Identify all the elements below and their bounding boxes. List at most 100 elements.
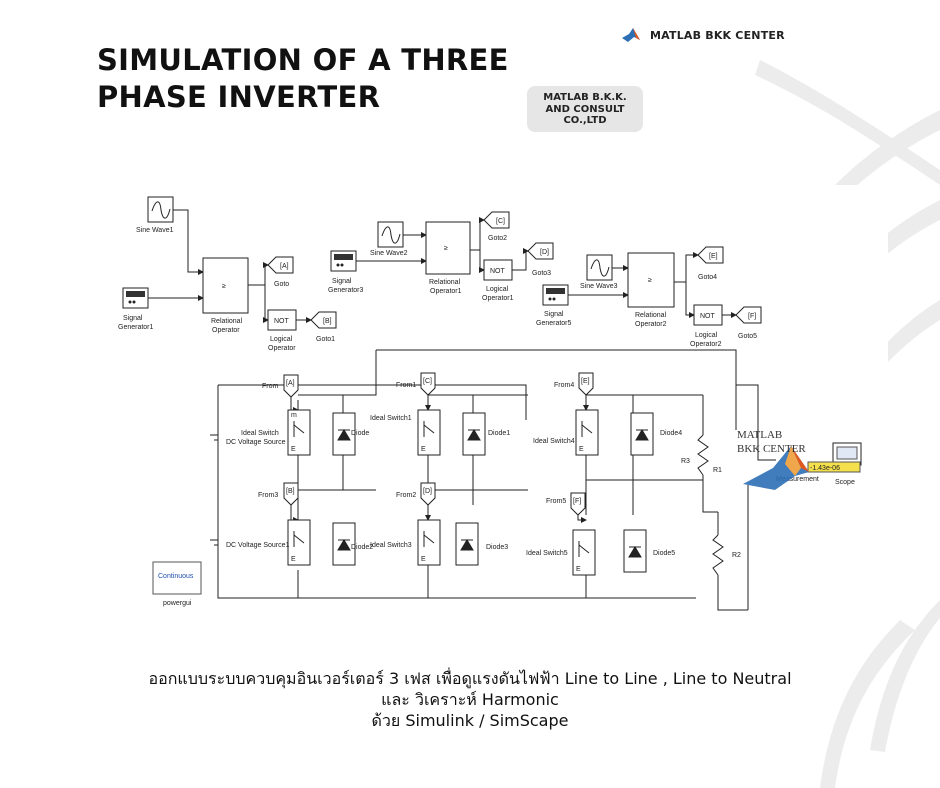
goto-label: Goto [274, 281, 289, 288]
ideal-switch5-port-e: E [576, 566, 581, 573]
from3-label: From3 [258, 492, 278, 499]
logical-operator-block [267, 309, 297, 331]
goto3-label: Goto3 [532, 270, 551, 277]
signal-generator5-label: Signal [544, 311, 564, 318]
relational-operator1-label: Relational [429, 279, 461, 286]
scope-value-text: -1.43e-06 [810, 465, 840, 472]
diode3-label: Diode3 [486, 544, 508, 551]
goto5-label: Goto5 [738, 333, 757, 340]
measurement-label: Measurement [776, 476, 819, 483]
dc-source1-label: DC Voltage Source1 [226, 542, 290, 549]
ideal-switch-port-g: m [291, 412, 297, 419]
goto4-label: Goto4 [698, 274, 717, 281]
sine-wave3-label: Sine Wave3 [580, 283, 618, 290]
page-title-line1: SIMULATION OF A THREE [97, 43, 509, 77]
diode5-label: Diode5 [653, 550, 675, 557]
goto-b-tag: [B] [323, 318, 332, 325]
caption-line1: ออกแบบระบบควบคุมอินเวอร์เตอร์ 3 เฟส เพื่… [148, 669, 792, 688]
not1-text: NOT [274, 318, 290, 325]
ideal-switch5-label: Ideal Switch5 [526, 550, 568, 557]
goto-f-tag: [F] [748, 313, 756, 320]
page-title: SIMULATION OF A THREE PHASE INVERTER [97, 42, 509, 116]
goto2-label: Goto2 [488, 235, 507, 242]
scope-label: Scope [835, 479, 855, 486]
ideal-switch2-block: E [287, 519, 311, 566]
caption-line2: และ วิเคราะห์ Harmonic [381, 690, 559, 709]
diode-label: Diode [351, 430, 369, 437]
from5-block [570, 492, 586, 516]
r1-label: R1 [713, 467, 722, 474]
ideal-switch1-label: Ideal Switch1 [370, 415, 412, 422]
ideal-switch-port-e: E [291, 446, 296, 453]
relational-operator1-symbol: ≥ [444, 245, 448, 252]
matlab-bkk-watermark: MATLAB BKK CENTER [735, 428, 863, 500]
r3-resistor [697, 434, 709, 476]
ideal-switch4-block: E [575, 409, 599, 456]
goto-c-block [483, 211, 510, 229]
signal-generator5-label-b: Generator5 [536, 320, 572, 327]
page-title-line2: PHASE INVERTER [97, 80, 381, 114]
ideal-switch3-block: E [417, 519, 441, 566]
goto-e-tag: [E] [709, 253, 718, 260]
brand-header: MATLAB BKK CENTER [620, 24, 785, 46]
sine-wave2-block [377, 221, 404, 248]
goto-c-tag: [C] [496, 218, 505, 225]
from1-label: From1 [396, 382, 416, 389]
r2-resistor [712, 534, 724, 576]
from5-tag: [F] [573, 498, 581, 505]
logical-operator1-label: Logical [486, 286, 509, 293]
goto-e-block [697, 246, 724, 264]
diode1-block [462, 412, 486, 456]
not2-text: NOT [490, 268, 506, 275]
relational-operator2-label-b: Operator2 [635, 321, 667, 328]
from4-tag: [E] [581, 378, 590, 385]
watermark-line1: MATLAB [737, 429, 782, 441]
signal-generator3-label: Signal [332, 278, 352, 285]
goto1-label: Goto1 [316, 336, 335, 343]
diode-block [332, 412, 356, 456]
signal-generator1-block [122, 287, 149, 309]
relational-operator1-block [425, 221, 471, 275]
powergui-block[interactable] [152, 561, 202, 595]
relational-operator2-label: Relational [635, 312, 667, 319]
goto-f-block [735, 306, 762, 324]
diode4-label: Diode4 [660, 430, 682, 437]
sine-wave3-block [586, 254, 613, 281]
ideal-switch3-label: Ideal Switch3 [370, 542, 412, 549]
signal-generator1-label-b: Generator1 [118, 324, 154, 331]
from3-tag: [B] [286, 488, 295, 495]
sine-wave2-label: Sine Wave2 [370, 250, 408, 257]
from2-block [420, 482, 436, 506]
from2-label: From2 [396, 492, 416, 499]
ideal-switch-block: m E [287, 409, 311, 456]
from1-tag: [C] [423, 378, 432, 385]
sine-wave1-label: Sine Wave1 [136, 227, 174, 234]
sine-wave1-block [147, 196, 174, 223]
logical-operator2-label: Logical [695, 332, 718, 339]
from1-block [420, 372, 436, 396]
signal-generator1-label: Signal [123, 315, 143, 322]
from3-block [283, 482, 299, 506]
badge-line2: AND CONSULT [545, 103, 625, 115]
ideal-switch4-label: Ideal Switch4 [533, 438, 575, 445]
from4-label: From4 [554, 382, 574, 389]
scope-display-value [807, 461, 861, 473]
badge-line1: MATLAB B.K.K. [543, 92, 627, 103]
diode3-block [455, 522, 479, 566]
ideal-switch4-port-e: E [579, 446, 584, 453]
brand-name: MATLAB BKK CENTER [650, 28, 785, 42]
caption-line3: ด้วย Simulink / SimScape [371, 711, 569, 730]
r3-label: R3 [681, 458, 690, 465]
relational-operator-block [202, 257, 249, 314]
from5-label: From5 [546, 498, 566, 505]
diode2-label: Diode2 [351, 544, 373, 551]
logical-operator-label: Logical [270, 336, 293, 343]
signal-generator5-block [542, 284, 569, 306]
simulink-diagram: Sine Wave1 Signal Generator1 ≥ Relationa… [108, 185, 888, 615]
diode2-block [332, 522, 356, 566]
from-block [283, 374, 299, 398]
watermark-line2: BKK CENTER [737, 443, 806, 455]
logical-operator-label-b: Operator [268, 345, 296, 352]
relational-operator2-block [627, 252, 675, 308]
logical-operator2-label-b: Operator2 [690, 341, 722, 348]
